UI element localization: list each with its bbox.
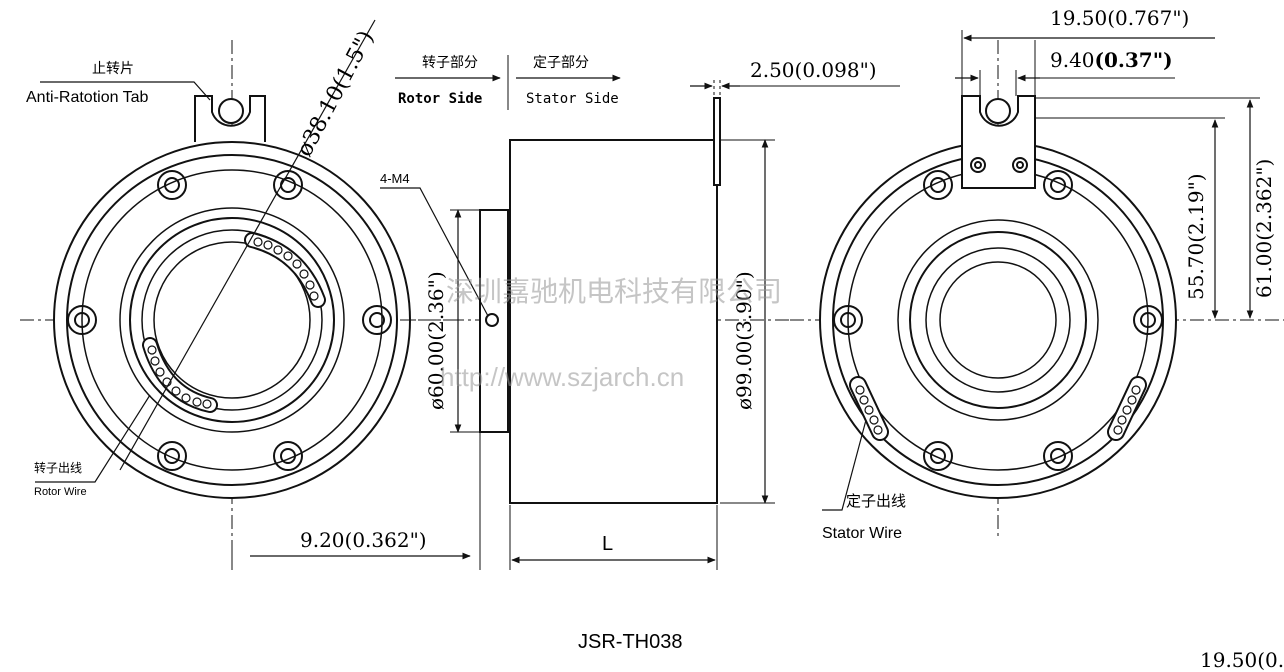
watermark-company: 深圳嘉驰机电科技有限公司 bbox=[446, 276, 783, 307]
rotor-side-view bbox=[20, 19, 471, 570]
anti-rotation-tab-label-en: Anti-Ratotion Tab bbox=[26, 89, 149, 106]
rotor-wire-label-cn: 转子出线 bbox=[34, 461, 83, 475]
watermark-url: http://www.szjarch.cn bbox=[440, 362, 685, 392]
stator-wire-label-en: Stator Wire bbox=[822, 525, 903, 542]
anti-rotation-tab bbox=[194, 95, 266, 142]
cut-off-dim: 19.50(0. bbox=[1200, 648, 1284, 672]
rotor-wire-label-en: Rotor Wire bbox=[34, 486, 87, 498]
stator-side-label-en: Stator Side bbox=[526, 91, 619, 107]
center-to-tab-top-dim: 61.00(2.362") bbox=[1252, 158, 1276, 298]
thread-label: 4-M4 bbox=[380, 171, 410, 186]
outer-ring bbox=[53, 141, 411, 499]
center-to-tab-dim: 55.70(2.19") bbox=[1184, 173, 1208, 300]
tab-slot-dim: 9.40(0.37") bbox=[1050, 50, 1173, 70]
length-label: L bbox=[602, 533, 614, 555]
side-view bbox=[380, 55, 900, 570]
tab-slot-mm: 9.40 bbox=[1050, 48, 1095, 72]
tab-width-dim: 19.50(0.767") bbox=[1050, 6, 1190, 30]
stator-side-label-cn: 定子部分 bbox=[533, 55, 589, 71]
tab-slot-in: (0.37") bbox=[1094, 48, 1173, 72]
tab-thickness-dim: 2.50(0.098") bbox=[750, 58, 877, 82]
rotor-side-label-cn: 转子部分 bbox=[422, 55, 478, 71]
tab-edge bbox=[713, 97, 721, 186]
stator-body bbox=[509, 139, 718, 504]
flange-width-dim: 9.20(0.362") bbox=[300, 528, 427, 552]
model-number: JSR-TH038 bbox=[578, 631, 683, 653]
mounting-holes bbox=[67, 170, 392, 471]
stator-wire-label-cn: 定子出线 bbox=[846, 492, 907, 510]
stator-side-view bbox=[790, 30, 1284, 540]
rotor-side-label-en: Rotor Side bbox=[398, 91, 483, 107]
rotor-wire-slots bbox=[142, 232, 326, 413]
anti-rotation-tab-label-cn: 止转片 bbox=[92, 61, 134, 77]
